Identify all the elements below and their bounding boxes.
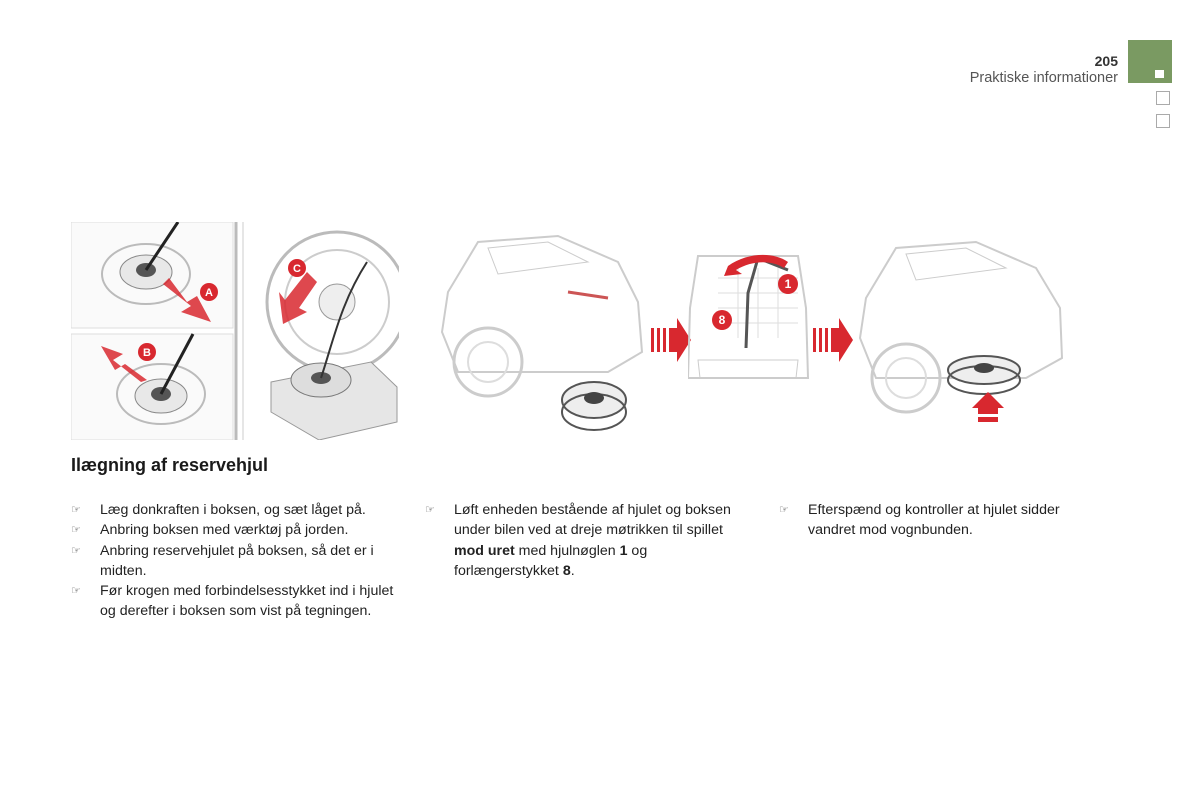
callout-8 [712,310,732,330]
instructions-column-3: ☞Efterspænd og kontroller at hjulet sidd… [779,500,1109,541]
callout-b [138,343,156,361]
illustration-car-wheel-lift [438,222,648,432]
list-item: ☞Anbring reservehjulet på boksen, så det… [71,542,374,579]
svg-text:8: 8 [719,313,726,327]
callout-c [288,259,306,277]
pointing-hand-icon: ☞ [425,504,435,516]
list-item: ☞Før krogen med forbindelsesstykket ind … [71,583,394,620]
pointing-hand-icon: ☞ [71,544,81,557]
illustration-box-hook: A B C [71,222,399,440]
pointing-hand-icon: ☞ [71,524,81,537]
list-item: ☞Anbring boksen med værktøj på jorden. [71,520,401,540]
arrow-right-icon [651,318,691,362]
pointing-hand-icon: ☞ [71,504,81,516]
list-item: ☞Efterspænd og kontroller at hjulet sidd… [779,502,1060,539]
illustration-car-wheel-stowed [856,238,1066,428]
svg-text:1: 1 [785,277,792,291]
svg-text:C: C [293,263,301,275]
chapter-tab-box [1156,91,1170,105]
callout-1 [778,274,798,294]
svg-text:B: B [143,347,151,359]
section-title: Praktiske informationer [969,70,1118,86]
page-number: 205 [1094,53,1118,69]
callout-a [200,283,218,301]
chapter-tab-active [1128,40,1172,83]
svg-text:A: A [205,287,213,299]
list-item: ☞Læg donkraften i boksen, og sæt låget p… [71,500,401,520]
instructions-column-2: ☞Løft enheden bestående af hjulet og bok… [425,500,755,581]
section-heading: Ilægning af reservehjul [71,455,269,475]
pointing-hand-icon: ☞ [779,504,789,516]
list-item: ☞Løft enheden bestående af hjulet og bok… [425,502,731,579]
arrow-right-icon [813,318,853,362]
chapter-tab-box [1156,114,1170,128]
pointing-hand-icon: ☞ [71,585,81,598]
instructions-column-1: ☞Læg donkraften i boksen, og sæt låget p… [71,500,401,622]
illustration-key-in-trunk: 1 8 [688,248,810,388]
